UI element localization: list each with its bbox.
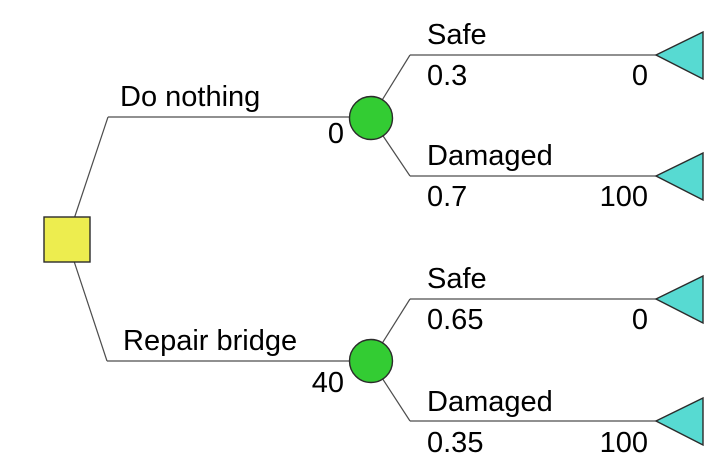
chance-node-icon-repair[interactable] bbox=[348, 338, 394, 384]
decision-node-icon[interactable] bbox=[43, 216, 91, 263]
terminal-node-icon-safe1[interactable] bbox=[654, 30, 704, 81]
outcome-label-damaged2: Damaged bbox=[427, 386, 553, 418]
outcome-payoff-damaged1: 100 bbox=[599, 181, 648, 213]
outcome-label-safe1: Safe bbox=[427, 19, 487, 51]
branch-cost-repair-bridge: 40 bbox=[311, 367, 344, 399]
branch-label-repair-bridge: Repair bridge bbox=[123, 325, 298, 357]
branch-cost-do-nothing: 0 bbox=[327, 118, 344, 150]
outcome-label-damaged1: Damaged bbox=[427, 140, 553, 172]
outcome-probability-safe1: 0.3 bbox=[427, 60, 468, 92]
outcome-payoff-damaged2: 100 bbox=[599, 427, 648, 459]
outcome-probability-safe2: 0.65 bbox=[427, 304, 484, 336]
chance-node-icon-do-nothing[interactable] bbox=[348, 95, 394, 141]
outcome-payoff-safe1: 0 bbox=[631, 60, 648, 92]
terminal-node-icon-damaged1[interactable] bbox=[654, 151, 704, 202]
outcome-probability-damaged2: 0.35 bbox=[427, 427, 484, 459]
outcome-payoff-safe2: 0 bbox=[631, 304, 648, 336]
terminal-node-icon-damaged2[interactable] bbox=[654, 396, 704, 447]
branch-label-do-nothing: Do nothing bbox=[120, 81, 261, 113]
terminal-node-icon-safe2[interactable] bbox=[654, 274, 704, 325]
outcome-label-safe2: Safe bbox=[427, 263, 487, 295]
outcome-probability-damaged1: 0.7 bbox=[427, 181, 468, 213]
